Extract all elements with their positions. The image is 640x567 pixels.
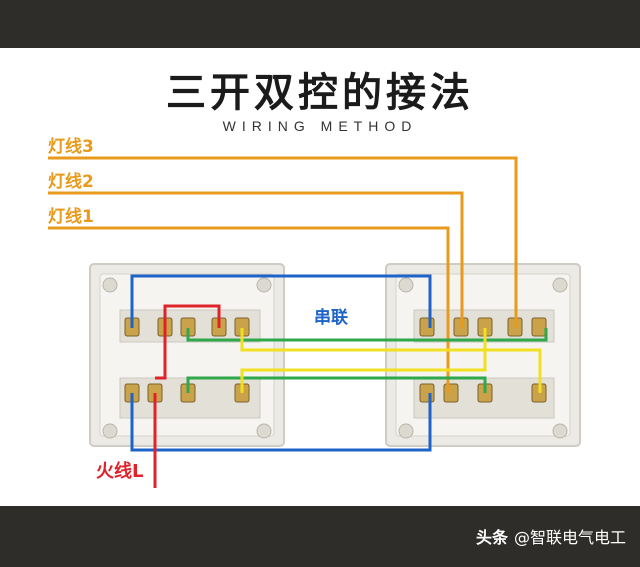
lamp-wires <box>48 156 518 393</box>
lamp-wire-3 <box>48 156 518 328</box>
diagram-subtitle: WIRING METHOD <box>222 118 418 134</box>
top-bar <box>0 0 640 48</box>
lamp-wire-3-label: 灯线3 <box>48 137 94 157</box>
watermark: 头条 @智联电气电工 <box>476 524 626 548</box>
wiring-diagram <box>48 156 581 488</box>
live-wire <box>153 304 221 488</box>
lamp-wire-2-label: 灯线2 <box>48 172 94 192</box>
lamp-wire-1-label: 灯线1 <box>48 207 94 227</box>
watermark-account: @智联电气电工 <box>513 528 626 547</box>
live-wire-label: 火线L <box>96 461 144 482</box>
lamp-wire-1 <box>48 226 450 393</box>
series-wire <box>130 274 432 452</box>
series-label: 串联 <box>314 308 348 328</box>
lamp-wire-2 <box>48 191 464 328</box>
right-switch <box>385 263 581 447</box>
traveler-wires-green <box>186 328 548 393</box>
bottom-bar: 头条 @智联电气电工 <box>0 506 640 567</box>
diagram-title: 三开双控的接法 <box>166 70 474 116</box>
watermark-prefix: 头条 <box>475 528 508 547</box>
traveler-wires-yellow <box>240 328 542 393</box>
diagram-panel: 三开双控的接法 WIRING METHOD <box>0 48 640 506</box>
left-switch <box>89 263 285 447</box>
